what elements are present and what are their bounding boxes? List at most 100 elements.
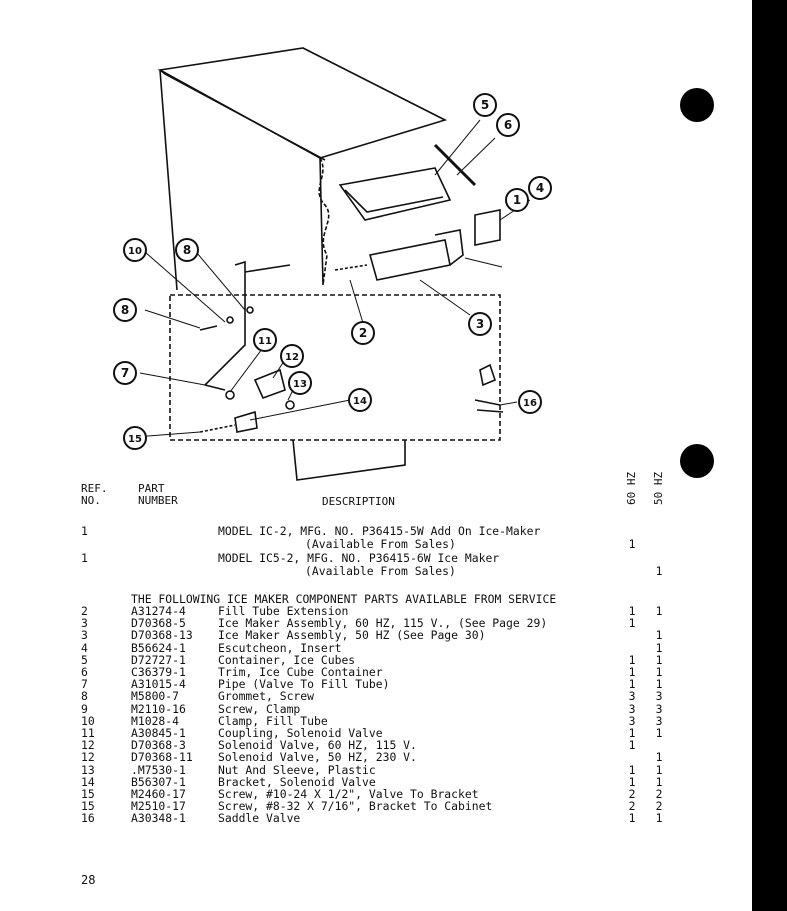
- qty-60hz: 2: [628, 799, 636, 814]
- qty-50hz: 1: [655, 628, 663, 643]
- qty-50hz: 1: [655, 640, 663, 655]
- ref-number: 5: [81, 652, 88, 667]
- qty-50hz: 1: [655, 750, 663, 765]
- cabinet-top: [157, 47, 448, 159]
- part-description: Escutcheon, Insert: [218, 640, 342, 655]
- qty-50hz: 1: [655, 677, 663, 692]
- col-50hz-header: 50 HZ: [652, 471, 665, 505]
- part-number: A31015-4: [131, 677, 186, 692]
- svg-text:14: 14: [353, 396, 367, 407]
- model-description: MODEL IC5-2, MFG. NO. P36415-6W Ice Make…: [218, 551, 500, 565]
- callout-2: 2: [351, 321, 375, 345]
- qty-60hz: 2: [628, 787, 636, 801]
- part-number: C36379-1: [131, 665, 186, 679]
- solenoid-bracket: [234, 410, 258, 433]
- qty-60hz: 1: [628, 762, 636, 777]
- part-number: M5800-7: [131, 689, 180, 704]
- callout-5: 5: [473, 93, 497, 117]
- ref-number: 12: [81, 750, 95, 765]
- svg-text:10: 10: [128, 246, 142, 257]
- qty-50hz: 2: [655, 787, 663, 801]
- callout-8: 8: [175, 238, 199, 262]
- ref-number: 13: [81, 762, 95, 777]
- ref-number: 9: [81, 701, 88, 716]
- svg-text:11: 11: [258, 336, 272, 347]
- saddle-valve: [479, 363, 496, 387]
- ice-maker-assembly: [368, 239, 451, 281]
- part-description: Trim, Ice Cube Container: [218, 665, 383, 679]
- svg-text:12: 12: [285, 352, 299, 363]
- qty-50hz: 1: [655, 726, 663, 740]
- binder-hole: [680, 444, 714, 478]
- callout-7: 7: [113, 361, 137, 385]
- svg-text:2: 2: [359, 326, 367, 340]
- qty-50hz: 1: [655, 774, 663, 789]
- svg-text:8: 8: [121, 303, 129, 317]
- qty-50hz: 2: [655, 799, 663, 814]
- ice-container: [338, 167, 452, 221]
- part-description: Ice Maker Assembly, 50 HZ (See Page 30): [218, 628, 486, 643]
- qty-60hz: 3: [628, 713, 636, 728]
- svg-text:4: 4: [536, 181, 544, 195]
- ref-number: 6: [81, 665, 88, 679]
- part-number: D72727-1: [131, 652, 186, 667]
- callout-15: 15: [123, 426, 147, 450]
- fill-pipe: [204, 260, 246, 386]
- callout-6: 6: [496, 113, 520, 137]
- part-number: M2460-17: [131, 787, 186, 801]
- callout-10: 10: [123, 238, 147, 262]
- ref-number: 11: [81, 726, 95, 740]
- part-number: A30845-1: [131, 726, 186, 740]
- part-description: Screw, #10-24 X 1/2", Valve To Bracket: [218, 787, 479, 801]
- qty-50hz: 3: [655, 701, 663, 716]
- nut-and-sleeve: [285, 400, 295, 410]
- callout-3: 3: [468, 312, 492, 336]
- part-number: D70368-11: [131, 750, 193, 765]
- part-description: Saddle Valve: [218, 811, 301, 826]
- qty-50hz: 1: [655, 604, 663, 618]
- qty-60hz: 1: [628, 726, 636, 740]
- part-number: B56307-1: [131, 774, 186, 789]
- page-edge-bar: [752, 0, 787, 911]
- part-number: M2510-17: [131, 799, 186, 814]
- qty-60hz: 3: [628, 701, 636, 716]
- page-number: 28: [81, 873, 96, 887]
- container-trim: [433, 143, 477, 187]
- cabinet-interior-outline: [169, 294, 501, 441]
- model-description: MODEL IC-2, MFG. NO. P36415-5W Add On Ic…: [218, 524, 541, 538]
- svg-text:8: 8: [183, 243, 191, 257]
- qty-60hz: 1: [628, 652, 636, 667]
- qty-60hz: 1: [628, 811, 636, 826]
- ref-number: 7: [81, 677, 88, 692]
- screw: [244, 264, 291, 273]
- part-number: .M7530-1: [131, 762, 186, 777]
- qty-60hz: 1: [628, 604, 636, 618]
- ref-number: 16: [81, 811, 95, 826]
- part-description: Coupling, Solenoid Valve: [218, 726, 383, 740]
- part-description: Screw, Clamp: [218, 701, 301, 716]
- binder-hole: [680, 88, 714, 122]
- part-header: PART NUMBER: [138, 482, 178, 507]
- qty-50hz: 1: [655, 811, 663, 826]
- callout-4: 4: [528, 176, 552, 200]
- qty-60hz: 3: [628, 689, 636, 704]
- ref-number: 15: [81, 799, 95, 814]
- part-number: D70368-5: [131, 616, 186, 631]
- ref-number: 2: [81, 604, 88, 618]
- callout-1: 1: [505, 188, 529, 212]
- ref-number: 3: [81, 628, 88, 643]
- escutcheon: [474, 209, 501, 246]
- part-description: Grommet, Screw: [218, 689, 315, 704]
- callout-14: 14: [348, 388, 372, 412]
- solenoid-valve: [253, 368, 286, 400]
- svg-text:3: 3: [476, 317, 484, 331]
- cabinet-front-edge: [319, 157, 324, 286]
- description-header: DESCRIPTION: [322, 495, 395, 508]
- qty-50hz: 1: [655, 564, 663, 578]
- cabinet-base: [292, 439, 406, 481]
- part-number: A30348-1: [131, 811, 186, 826]
- part-number: B56624-1: [131, 640, 186, 655]
- part-number: M2110-16: [131, 701, 186, 716]
- part-description: Ice Maker Assembly, 60 HZ, 115 V., (See …: [218, 616, 548, 631]
